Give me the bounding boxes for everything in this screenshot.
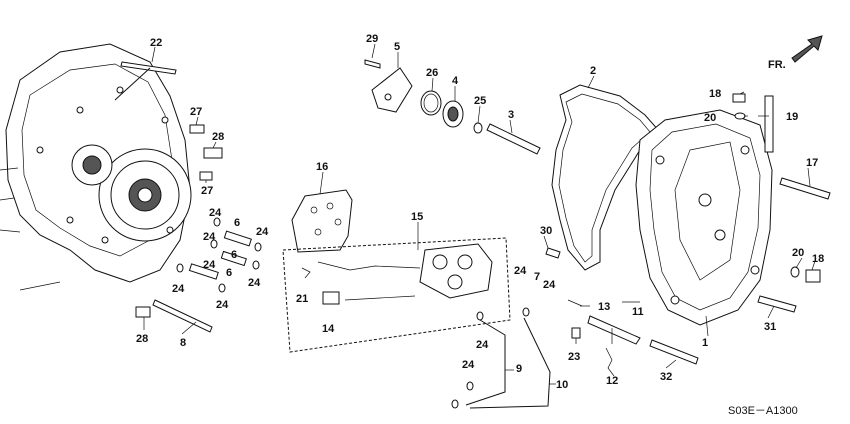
filter-14 — [322, 291, 340, 305]
callout-28-lower: 28 — [136, 333, 148, 345]
callout-7: 7 — [534, 271, 540, 283]
callout-24-k: 24 — [462, 359, 475, 371]
callout-24-h: 24 — [172, 283, 185, 295]
callout-19: 19 — [786, 111, 798, 123]
callout-28-upper: 28 — [212, 131, 224, 143]
front-direction-arrow: FR. — [768, 35, 823, 71]
spring-12 — [605, 347, 615, 377]
cover-plate-5 — [371, 67, 413, 113]
bolt-17 — [779, 177, 831, 200]
callout-24-i: 24 — [216, 299, 229, 311]
callout-3: 3 — [508, 109, 514, 121]
callout-6-a: 6 — [234, 217, 240, 229]
callout-13: 13 — [598, 301, 610, 313]
callout-25: 25 — [474, 95, 486, 107]
callout-27-lower: 27 — [201, 185, 213, 197]
bushing-27-lower — [199, 171, 213, 181]
callout-29: 29 — [366, 33, 378, 45]
callout-22: 22 — [150, 37, 162, 49]
lever-11 — [587, 315, 641, 345]
callout-24-c: 24 — [203, 231, 216, 243]
bolt-29 — [364, 59, 381, 69]
callout-21: 21 — [296, 293, 308, 305]
clip-21 — [301, 267, 311, 279]
feed-pipes-left — [176, 217, 262, 293]
gasket-2 — [551, 84, 661, 271]
dowel-pin-22 — [114, 61, 177, 101]
bolt-31 — [757, 295, 797, 313]
callout-24-g: 24 — [248, 277, 261, 289]
stud-19 — [764, 95, 774, 153]
bolt-18-upper — [732, 93, 746, 103]
callout-26: 26 — [426, 67, 438, 79]
bolt-30 — [545, 247, 561, 259]
callout-11: 11 — [632, 306, 644, 318]
callout-8: 8 — [180, 337, 186, 349]
transmission-side-cover-1 — [635, 109, 773, 326]
callout-24-f: 24 — [203, 259, 216, 271]
callout-30: 30 — [540, 225, 552, 237]
callout-5: 5 — [394, 41, 400, 53]
direction-label: FR. — [768, 59, 786, 71]
washer-20-lower — [790, 266, 800, 278]
shaft-3 — [486, 123, 541, 155]
leader-lines — [143, 43, 817, 385]
callout-17: 17 — [806, 157, 818, 169]
callout-9: 9 — [516, 363, 522, 375]
callout-27-upper: 27 — [190, 106, 202, 118]
callout-20-lower: 20 — [792, 247, 804, 259]
callout-16: 16 — [316, 161, 328, 173]
callout-24-j: 24 — [476, 339, 489, 351]
callout-6-b: 6 — [231, 249, 237, 261]
bushing-28-upper — [203, 147, 223, 159]
callout-18-lower: 18 — [812, 253, 824, 265]
callout-23: 23 — [568, 351, 580, 363]
separator-plate-16 — [291, 189, 353, 253]
bolt-18-lower — [805, 269, 821, 283]
callout-10: 10 — [556, 379, 568, 391]
callout-4: 4 — [452, 75, 459, 87]
callout-24-a: 24 — [209, 207, 222, 219]
callout-1: 1 — [702, 337, 708, 349]
washer-20-upper — [734, 112, 746, 120]
callout-15: 15 — [411, 211, 423, 223]
pipe-9 — [465, 319, 506, 406]
callout-12: 12 — [606, 375, 618, 387]
ring-25 — [473, 122, 483, 134]
pipe-8 — [152, 299, 213, 333]
callout-24-d: 24 — [514, 265, 527, 277]
pin-23 — [571, 327, 581, 339]
callout-20-upper: 20 — [704, 112, 716, 124]
callout-numbers: 22 29 5 26 4 25 3 2 18 20 19 27 28 27 16… — [136, 33, 824, 391]
callout-32: 32 — [660, 371, 672, 383]
callout-24-b: 24 — [256, 226, 269, 238]
bushing-27-upper — [189, 124, 205, 134]
callout-18-upper: 18 — [709, 88, 721, 100]
callout-6-c: 6 — [226, 267, 232, 279]
callout-14: 14 — [322, 323, 335, 335]
valve-body-assembly-15 — [282, 237, 511, 353]
pipe-10 — [469, 317, 551, 409]
bolt-32 — [649, 339, 699, 365]
callout-31: 31 — [764, 321, 776, 333]
transmission-housing — [0, 43, 192, 291]
diagram-code: S03E－A1300 — [728, 405, 798, 417]
callout-24-e: 24 — [543, 279, 556, 291]
bushing-28-lower — [135, 306, 151, 318]
callout-2: 2 — [590, 65, 596, 77]
